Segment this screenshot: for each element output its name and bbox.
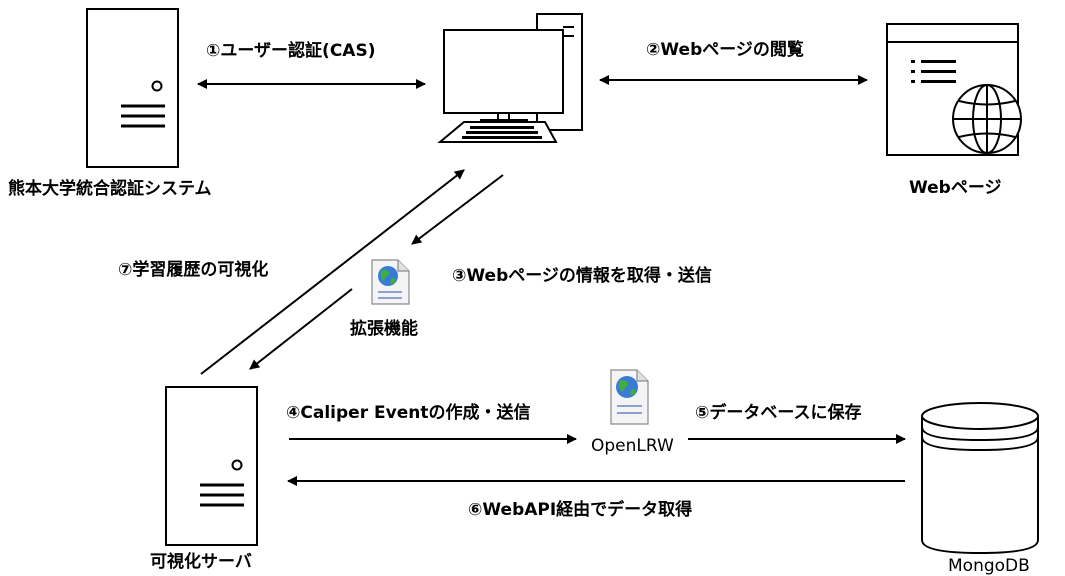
auth-server-icon (86, 8, 179, 168)
desktop-computer-icon (437, 13, 583, 143)
web-page-globe-icon (886, 23, 1022, 156)
auth-system-label: 熊本大学統合認証システム (8, 179, 212, 199)
extension-file-icon (371, 259, 410, 305)
step5-label: ⑤データベースに保存 (695, 403, 862, 423)
step6-label: ⑥WebAPI経由でデータ取得 (468, 500, 693, 520)
database-icon (921, 402, 1039, 555)
webpage-label: Webページ (909, 178, 1002, 198)
arrow-step3b (249, 288, 353, 370)
openlrw-label: OpenLRW (591, 436, 674, 456)
mongodb-label: MongoDB (948, 556, 1030, 576)
step3-label: ③Webページの情報を取得・送信 (452, 266, 712, 286)
arrow-step7 (200, 169, 465, 375)
openlrw-file-icon (610, 369, 649, 425)
extension-label: 拡張機能 (350, 319, 418, 339)
step1-label: ①ユーザー認証(CAS) (206, 41, 376, 61)
arrow-step3a (411, 174, 504, 245)
viz-server-label: 可視化サーバ (150, 552, 252, 572)
viz-server-icon (165, 386, 258, 546)
step4-label: ④Caliper Eventの作成・送信 (286, 403, 531, 423)
step7-label: ⑦学習履歴の可視化 (118, 260, 269, 280)
step2-label: ②Webページの閲覧 (646, 40, 804, 60)
